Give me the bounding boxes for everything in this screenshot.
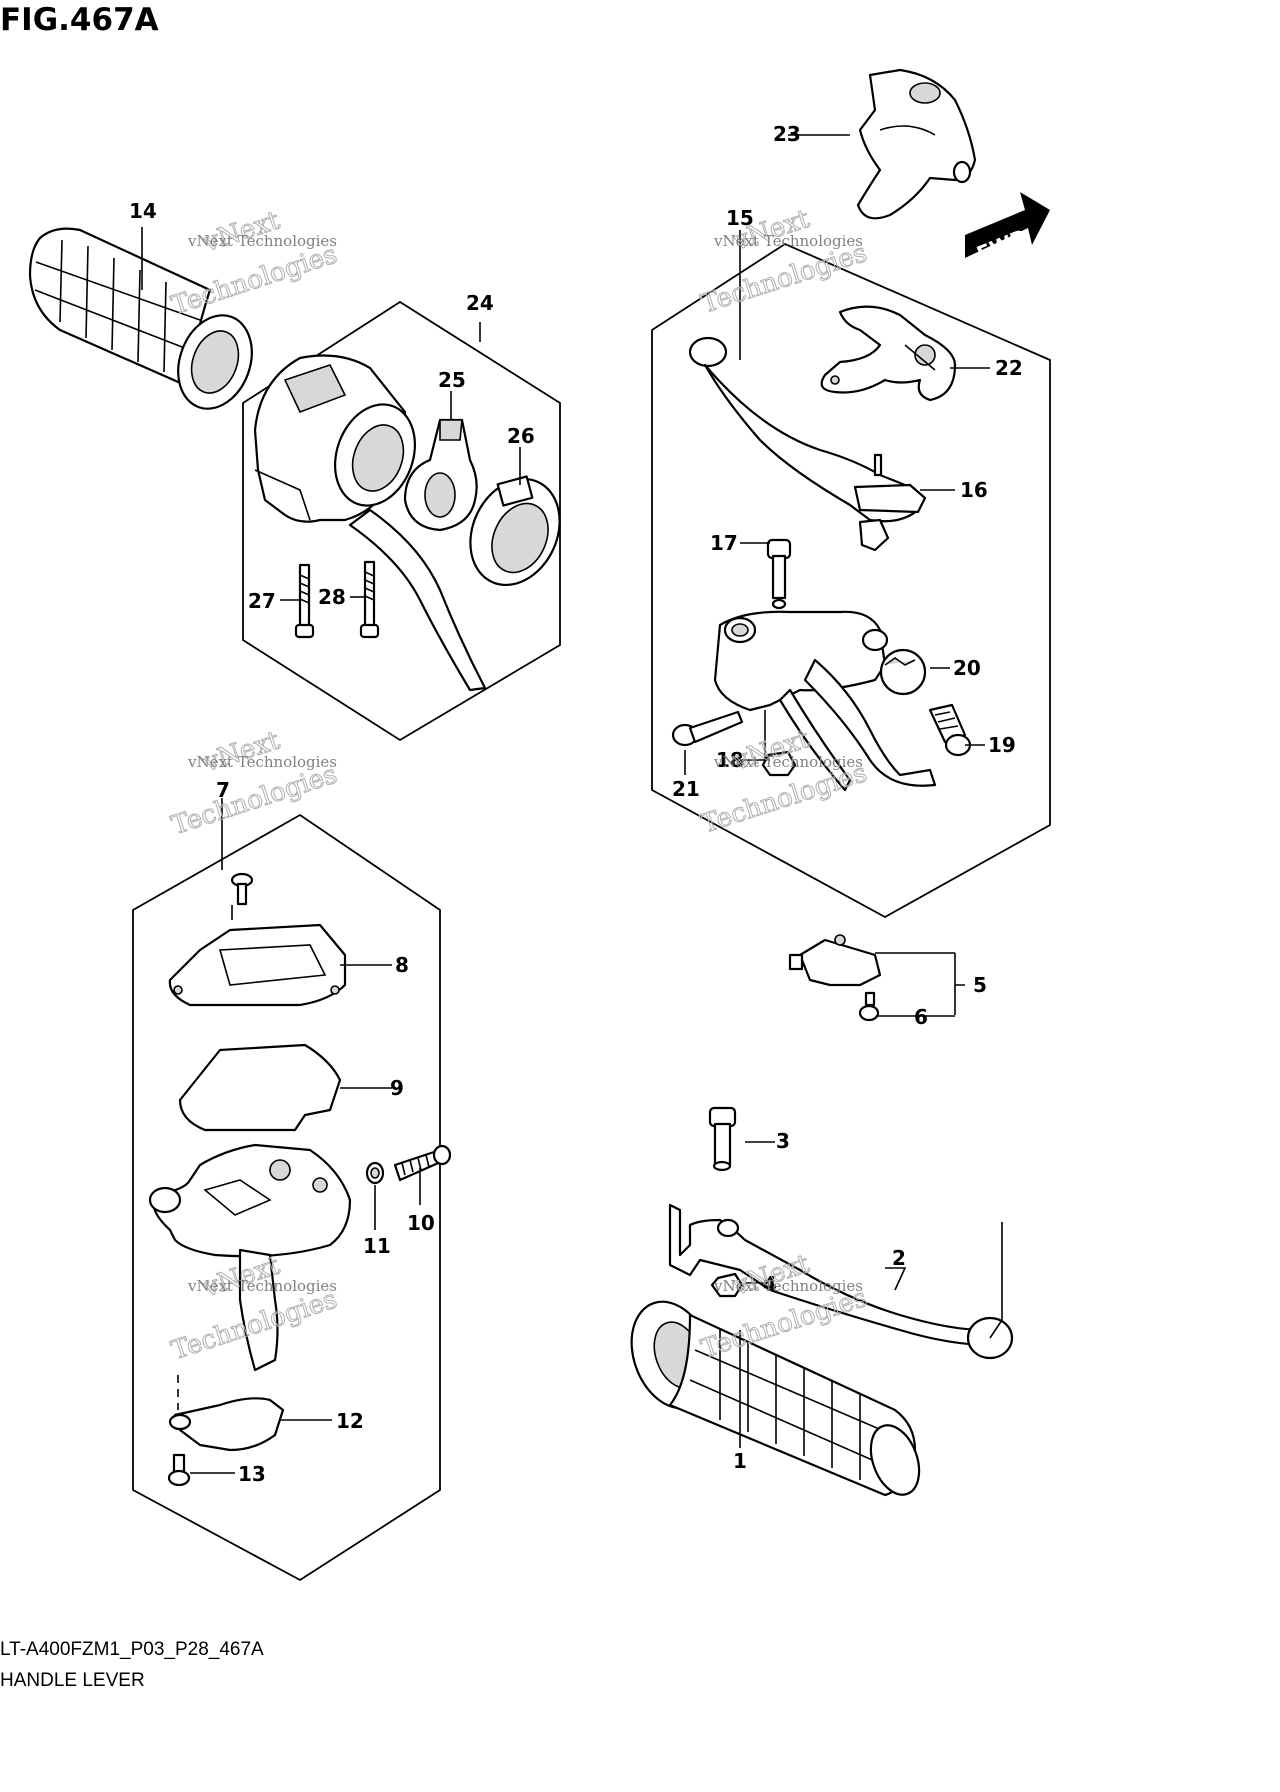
screws-27-28: [294, 560, 380, 639]
screw-top-7: [230, 872, 254, 906]
callout-20: 20: [953, 656, 981, 680]
callout-14: 14: [129, 199, 157, 223]
fwd-arrow-icon: FWD: [965, 192, 1050, 266]
switch-ring-26: [469, 475, 561, 587]
svg-text:Technologies: Technologies: [168, 240, 341, 322]
housing-7: [148, 1143, 352, 1372]
callout-8: 8: [395, 953, 409, 977]
model-code: LT-A400FZM1_P03_P28_467A: [0, 1639, 264, 1660]
lever-guard-23: [856, 68, 977, 220]
callout-22: 22: [995, 356, 1023, 380]
callout-2: 2: [892, 1246, 906, 1270]
bolt-19: [928, 703, 972, 757]
pivot-bolt-17: [766, 538, 792, 610]
nut-18: [761, 750, 797, 777]
callout-1: 1: [733, 1449, 747, 1473]
stopper-20: [879, 648, 927, 696]
watermark-6-text: vNext Technologies: [713, 1277, 863, 1295]
callout-5: 5: [973, 973, 987, 997]
callout-13: 13: [238, 1462, 266, 1486]
figure-caption: HANDLE LEVER: [0, 1670, 145, 1691]
switch-housing-24: [253, 354, 487, 692]
leader-lines: [141, 134, 1003, 1474]
callout-18: 18: [716, 748, 744, 772]
watermark-3-text: vNext Technologies: [187, 753, 337, 771]
watermark-1-text: vNext Technologies: [187, 232, 337, 250]
callout-7: 7: [216, 778, 230, 802]
cover-plate-12: [168, 1397, 285, 1452]
callout-10: 10: [407, 1211, 435, 1235]
callout-15: 15: [726, 206, 754, 230]
nut-4: [710, 1272, 744, 1298]
callout-6: 6: [914, 1005, 928, 1029]
screw-6: [858, 991, 880, 1022]
watermark-1: Technologies vNext: [167, 205, 341, 322]
callout-25: 25: [438, 368, 466, 392]
box-7-assembly: [132, 813, 441, 1582]
callout-21: 21: [672, 777, 700, 801]
watermark-2-text: vNext Technologies: [713, 232, 863, 250]
callout-3: 3: [776, 1129, 790, 1153]
gasket-9: [178, 1043, 342, 1132]
svg-text:Technologies: Technologies: [168, 760, 341, 842]
watermark-5-text: vNext Technologies: [187, 1277, 337, 1295]
grip-left-14: [28, 227, 253, 410]
throttle-lever-25: [403, 418, 478, 532]
figure-title: FIG.467A: [0, 2, 159, 38]
callout-23: 23: [773, 122, 801, 146]
box-15-assembly: [651, 242, 1051, 919]
lever-bracket-22: [820, 305, 957, 402]
watermark-2: Technologies vNext: [697, 203, 871, 320]
pivot-bolt-3: [708, 1106, 737, 1172]
callout-17: 17: [710, 531, 738, 555]
brake-lever-16: [688, 336, 927, 552]
nut-11: [365, 1161, 385, 1185]
callout-24: 24: [466, 291, 494, 315]
callout-19: 19: [988, 733, 1016, 757]
callout-12: 12: [336, 1409, 364, 1433]
watermark-3: Technologies vNext: [167, 725, 341, 842]
cover-8: [168, 923, 347, 1007]
bolt-10: [393, 1144, 452, 1182]
callout-11: 11: [363, 1234, 391, 1258]
callout-9: 9: [390, 1076, 404, 1100]
watermark-4-text: vNext Technologies: [713, 753, 863, 771]
callout-16: 16: [960, 478, 988, 502]
callout-28: 28: [318, 585, 346, 609]
grip-right-1: [630, 1300, 921, 1497]
screw-21: [671, 710, 744, 747]
callout-27: 27: [248, 589, 276, 613]
master-cylinder: [713, 610, 937, 792]
callout-4: 4: [763, 1272, 777, 1296]
callout-26: 26: [507, 424, 535, 448]
screw-13: [167, 1453, 191, 1487]
brake-switch-5: [788, 934, 882, 987]
box-24-assembly: [242, 300, 561, 742]
svg-text:Technologies: Technologies: [698, 238, 871, 320]
